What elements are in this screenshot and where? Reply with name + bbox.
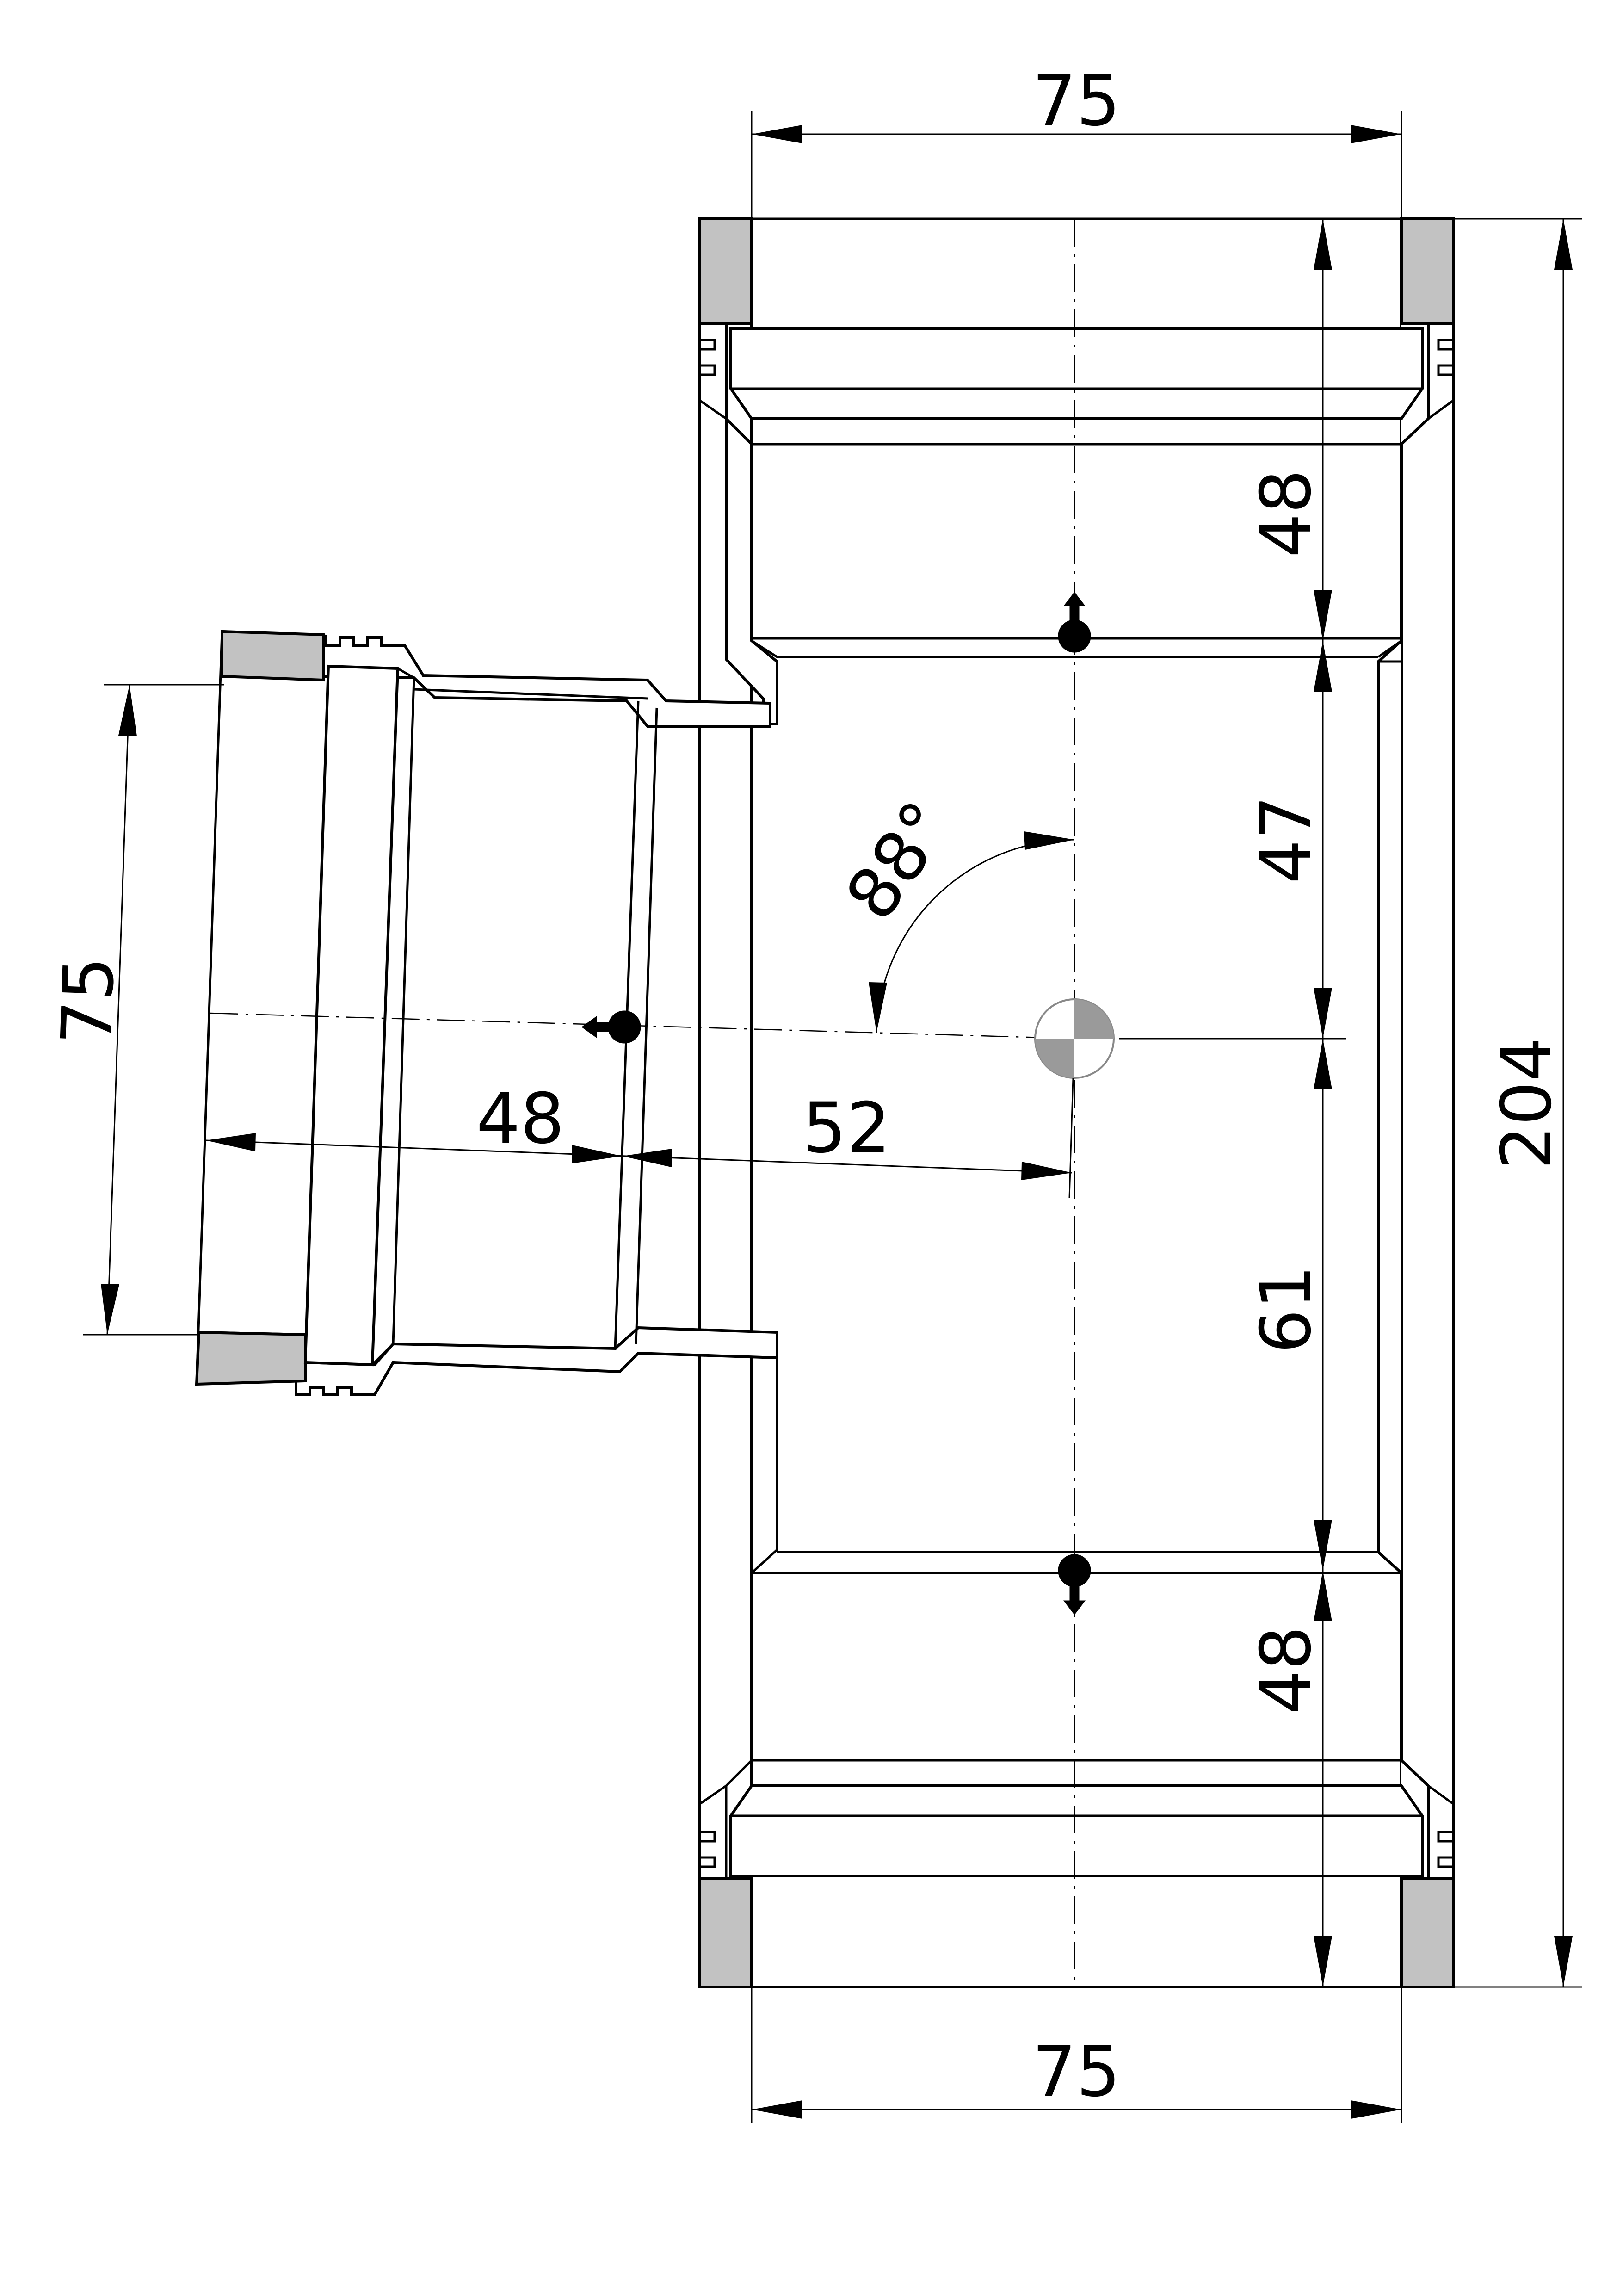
dim-top-width: 75 — [1032, 61, 1121, 142]
dim-branch-width: 75 — [47, 955, 130, 1046]
seal-top-right — [1400, 217, 1455, 325]
seal-rings — [698, 217, 1455, 1988]
dim-branch-offset: 52 — [802, 1088, 891, 1169]
seal-branch-top — [221, 630, 325, 682]
marker-bottom — [1058, 1554, 1091, 1615]
center-symbol — [1034, 998, 1115, 1079]
center-axes — [210, 219, 1346, 1987]
dim-total-length: 204 — [1487, 1037, 1567, 1170]
dim-branch-angle: 88° — [831, 787, 967, 934]
depth-markers — [581, 592, 1091, 1615]
seal-bottom-left — [698, 1877, 753, 1988]
dim-upper-body: 47 — [1246, 796, 1327, 884]
seal-bottom-right — [1400, 1877, 1455, 1988]
dimension-lines — [83, 111, 1582, 2123]
branch-axis — [210, 1012, 1075, 1040]
dim-bottom-width: 75 — [1032, 2032, 1121, 2112]
seal-branch-bottom — [195, 1331, 307, 1386]
dim-lower-body: 61 — [1246, 1265, 1327, 1354]
dim-top-socket: 48 — [1246, 470, 1327, 558]
branch-pipe — [195, 630, 778, 1396]
dim-bottom-socket: 48 — [1246, 1626, 1327, 1714]
marker-branch — [581, 1010, 641, 1044]
marker-top — [1058, 592, 1091, 653]
dim-branch-socket: 48 — [476, 1079, 565, 1159]
seal-top-left — [698, 217, 753, 325]
